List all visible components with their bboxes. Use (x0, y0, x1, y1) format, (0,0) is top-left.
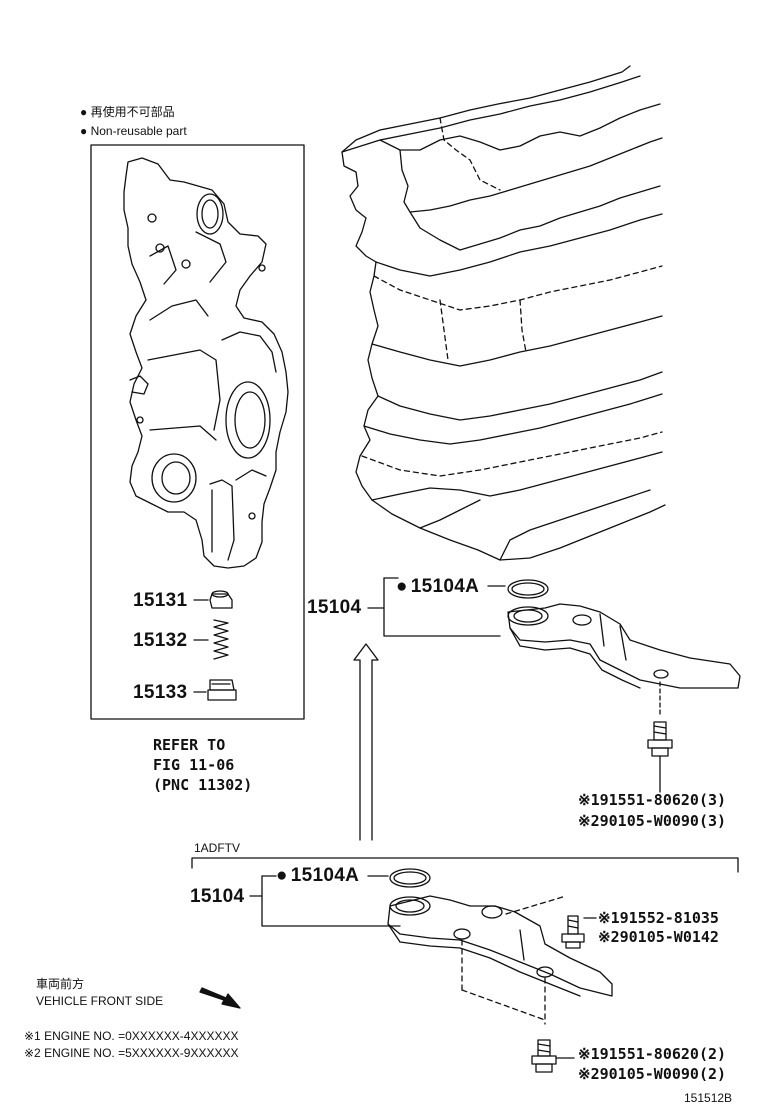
part-15131-label: 15131 (133, 590, 188, 611)
engine-note-1: ※1 ENGINE NO. =0XXXXXX-4XXXXXX (24, 1029, 239, 1043)
engine-block (341, 65, 666, 561)
part-15104-lower-label: 15104 (190, 886, 245, 907)
bolt-upper (647, 681, 673, 793)
legend-jp: ● 再使用不可部品 (80, 106, 175, 118)
timing-cover-box (90, 144, 305, 720)
guide-dashes-lower (461, 895, 567, 1025)
vehicle-front-jp: 車両前方 (36, 977, 85, 991)
bolt-upper-pn-1: ※191551-80620(3) (578, 791, 727, 809)
part-15131-drawing (193, 590, 233, 609)
refer-line-2: FIG 11-06 (153, 756, 235, 774)
bolt-upper-pn-2: ※290105-W0090(3) (578, 812, 727, 830)
assembly-arrow (353, 643, 379, 841)
part-15133-drawing (193, 679, 237, 701)
part-15132-drawing (193, 619, 229, 660)
bolt-bottom-pn-1: ※191551-80620(2) (578, 1045, 727, 1063)
refer-line-1: REFER TO (153, 736, 226, 754)
refer-line-3: (PNC 11302) (153, 776, 253, 794)
vehicle-front-en: VEHICLE FRONT SIDE (36, 994, 164, 1008)
engine-note-2: ※2 ENGINE NO. =5XXXXXX-9XXXXXX (24, 1046, 239, 1060)
part-15132-label: 15132 (133, 630, 188, 651)
variant-label: 1ADFTV (194, 841, 241, 855)
vehicle-front-arrow-icon (199, 987, 241, 1009)
bolt-mid-pn-2: ※290105-W0142 (598, 928, 719, 946)
oil-pipe-upper (507, 579, 741, 689)
bolt-mid-pn-1: ※191552-81035 (598, 909, 719, 927)
legend-en-text: Non-reusable part (90, 124, 187, 138)
legend-jp-text: 再使用不可部品 (90, 105, 175, 119)
timing-chain-cover-drawing (123, 157, 289, 569)
part-15104a-upper-label: 15104A (396, 577, 479, 596)
filled-dot-icon: ● (80, 124, 88, 138)
bolt-lower-mid (561, 915, 597, 949)
filled-dot-icon: ● (80, 105, 88, 119)
variant-bracket (191, 857, 739, 873)
part-15104a-lower-label: 15104A (276, 866, 359, 885)
leaders-lower-assembly (249, 875, 401, 927)
figure-code: 151512B (684, 1091, 733, 1105)
bolt-lower-bottom (531, 1039, 575, 1073)
part-15104-upper-label: 15104 (307, 597, 362, 618)
bolt-bottom-pn-2: ※290105-W0090(2) (578, 1065, 727, 1083)
legend-en: ● Non-reusable part (80, 125, 187, 137)
part-15133-label: 15133 (133, 682, 188, 703)
